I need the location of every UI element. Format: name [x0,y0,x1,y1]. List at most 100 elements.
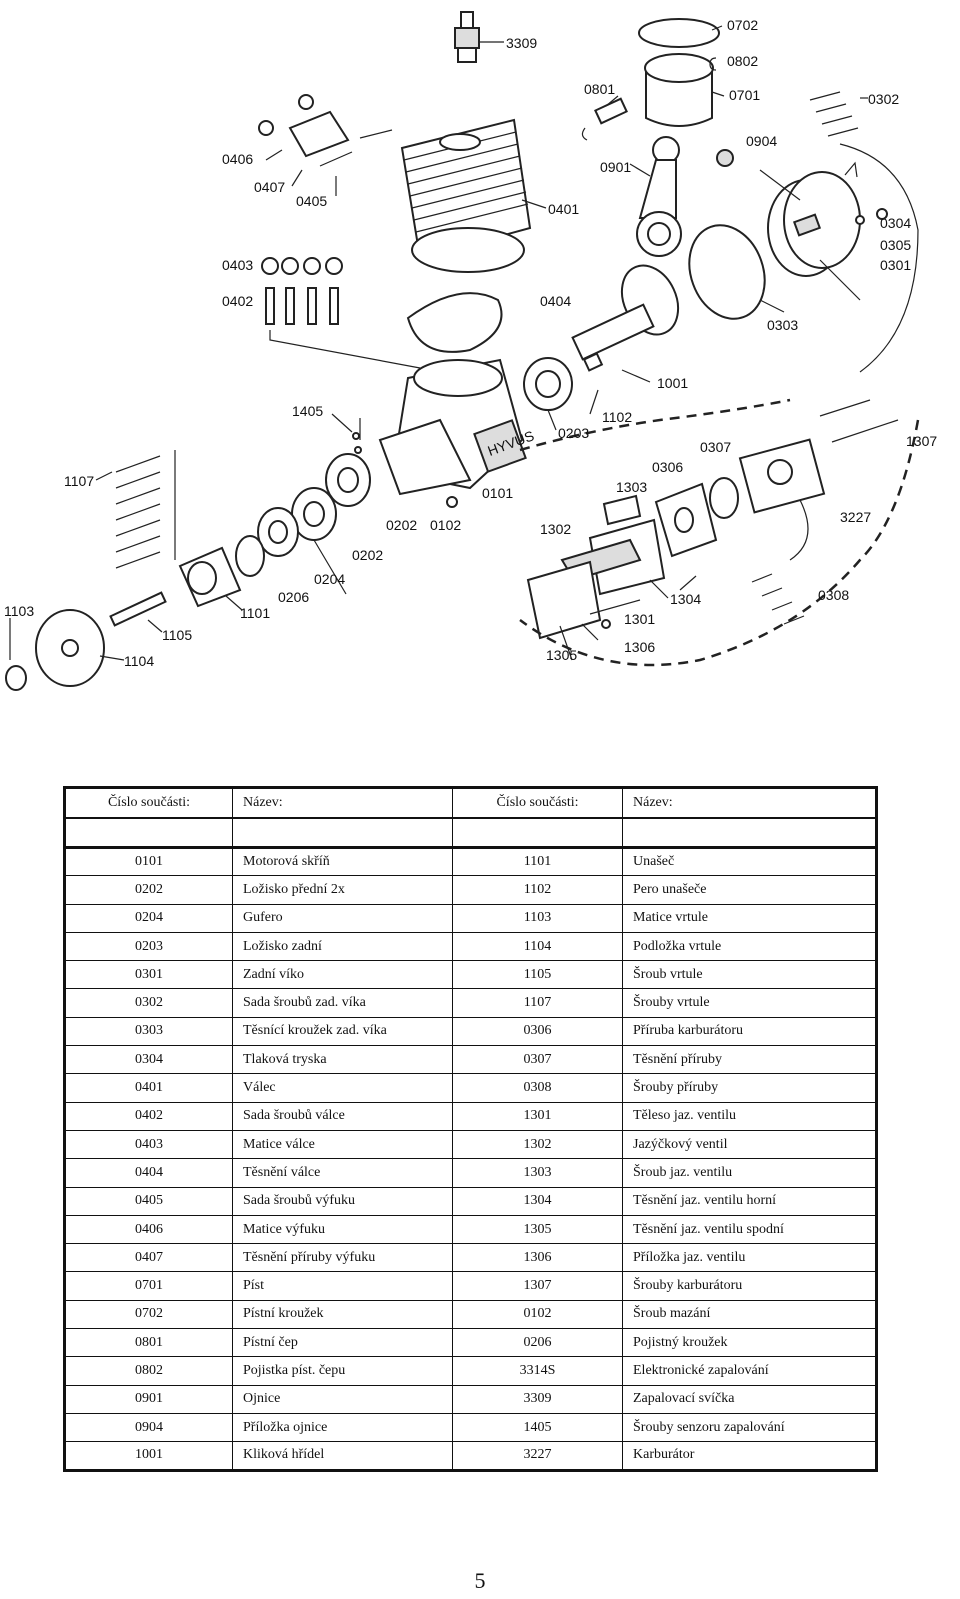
part-number-cell: 1301 [452,1101,623,1131]
part-name-cell: Elektronické zapalování [622,1356,877,1386]
cylinder [400,118,547,273]
label-0406: 0406 [222,151,253,167]
label-1303: 1303 [616,479,647,495]
prop-bolts [115,450,176,569]
part-name-cell: Šroub mazání [622,1299,877,1329]
part-name-cell: Příložka ojnice [232,1412,453,1442]
part-name-cell: Těsnění příruby [622,1045,877,1074]
exhaust-gasket [258,94,393,167]
part-number-cell: 1103 [452,903,623,933]
part-number-cell: 0202 [64,875,233,905]
part-number-cell: 0308 [452,1073,623,1103]
header-part-number-1: Číslo součásti: [64,787,233,818]
part-number-cell: 0701 [64,1271,233,1301]
carburettor [738,399,899,561]
label-1001: 1001 [657,375,688,391]
header-part-number-2: Číslo součásti: [452,787,623,818]
part-number-cell: 0307 [452,1045,623,1074]
label-1307: 1307 [906,433,937,449]
front-bearings [235,453,371,577]
part-number-cell: 1307 [452,1271,623,1301]
crankcase [378,358,527,508]
part-number-cell: 1304 [452,1186,623,1216]
part-name-cell: Příruba karburátoru [622,1016,877,1046]
rear-cover-screws [809,91,868,137]
label-0204: 0204 [314,571,345,587]
label-0303: 0303 [767,317,798,333]
part-number-cell: 0801 [64,1328,233,1357]
label-0202-a: 0202 [386,517,417,533]
label-1405: 1405 [292,403,323,419]
part-name-cell: Pojistný kroužek [622,1328,877,1357]
part-name-cell: Motorová skříň [232,847,453,876]
connecting-rod [636,136,734,257]
rear-cover [759,169,888,301]
part-number-cell: 0302 [64,988,233,1018]
page-number: 5 [474,1568,486,1593]
part-number-cell: 1101 [452,847,623,876]
part-number-cell: 0802 [64,1356,233,1386]
part-name-cell: Šrouby příruby [622,1073,877,1103]
label-1103: 1103 [4,603,34,619]
spark-plug [454,11,504,63]
label-0702: 0702 [727,17,758,33]
label-0901: 0901 [600,159,631,175]
part-number-cell: 3227 [452,1441,623,1471]
part-number-cell: 1303 [452,1158,623,1188]
exploded-engine-diagram: 3309 0702 0802 0701 0801 0302 0904 0901 … [4,11,937,691]
label-1101: 1101 [240,605,270,621]
label-1306: 1306 [624,639,655,655]
label-1107: 1107 [64,473,94,489]
part-name-cell: Kliková hřídel [232,1441,453,1471]
part-number-cell: 0404 [64,1158,233,1188]
reed-valve [526,494,666,640]
carb-flange [654,477,739,591]
assembly-line-reed [519,419,920,667]
label-0404: 0404 [540,293,571,309]
label-0203: 0203 [558,425,589,441]
part-number-cell: 0203 [64,931,233,961]
part-name-cell: Karburátor [622,1441,877,1471]
part-name-cell: Těsnění příruby výfuku [232,1243,453,1272]
part-number-cell: 1306 [452,1243,623,1272]
label-1304: 1304 [670,591,701,607]
rear-cover-o-ring [688,224,766,320]
part-name-cell: Ojnice [232,1384,453,1414]
label-0904: 0904 [746,133,777,149]
part-name-cell: Šrouby karburátoru [622,1271,877,1301]
part-name-cell: Ložisko přední 2x [232,875,453,905]
part-name-cell: Podložka vrtule [622,931,877,961]
part-name-cell: Pojistka píst. čepu [232,1356,453,1386]
cylinder-gasket [406,292,503,353]
label-0305: 0305 [880,237,911,253]
part-name-cell: Těsnění válce [232,1158,453,1188]
label-3309: 3309 [506,35,537,51]
part-number-cell: 0407 [64,1243,233,1272]
part-name-cell: Gufero [232,903,453,933]
part-number-cell: 0304 [64,1045,233,1074]
label-0304: 0304 [880,215,911,231]
part-number-cell: 1104 [452,931,623,961]
table-spacer-row [64,816,877,849]
crankshaft [571,264,680,372]
parts-list-table: Číslo součásti: Název: Číslo součásti: N… [63,786,878,1472]
part-name-cell: Šroub jaz. ventilu [622,1158,877,1188]
label-0403: 0403 [222,257,253,273]
label-0102: 0102 [430,517,461,533]
part-name-cell: Tlaková tryska [232,1045,453,1074]
part-name-cell: Píst [232,1271,453,1301]
label-1305: 1305 [546,647,577,663]
part-name-cell: Jazýčkový ventil [622,1129,877,1159]
